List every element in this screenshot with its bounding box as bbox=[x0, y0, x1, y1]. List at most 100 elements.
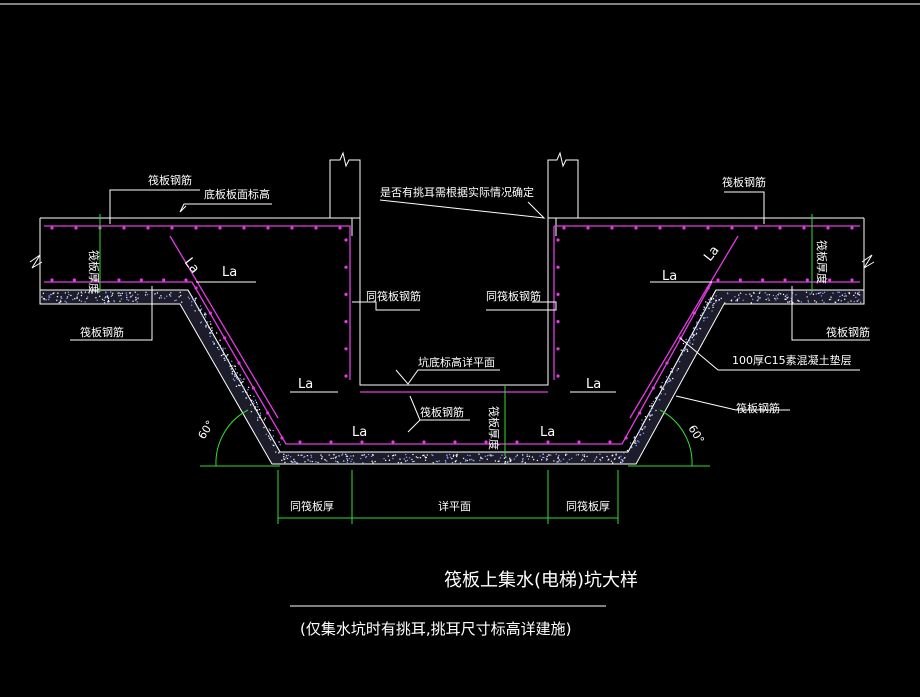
cushion-speckle bbox=[166, 295, 168, 297]
cushion-speckle bbox=[622, 460, 624, 462]
cushion-speckle bbox=[853, 301, 856, 303]
cushion-speckle bbox=[542, 453, 544, 455]
cushion-speckle bbox=[103, 299, 105, 302]
cushion-speckle bbox=[371, 460, 373, 462]
cushion-speckle bbox=[695, 326, 697, 329]
cushion-speckle bbox=[246, 391, 248, 394]
cushion-speckle bbox=[822, 292, 824, 295]
cushion-speckle bbox=[212, 341, 214, 343]
cushion-speckle bbox=[209, 320, 211, 323]
cushion-speckle bbox=[175, 299, 177, 301]
cushion-speckle bbox=[334, 457, 337, 459]
cushion-speckle bbox=[486, 458, 488, 460]
cushion-speckle bbox=[45, 299, 48, 301]
cushion-speckle bbox=[558, 461, 560, 463]
label-raft-rebar-slope: 筏板钢筋 bbox=[736, 401, 780, 415]
cushion-speckle bbox=[713, 302, 715, 305]
cushion-speckle bbox=[374, 460, 376, 463]
cushion-speckle bbox=[336, 461, 339, 463]
cushion-speckle bbox=[503, 457, 506, 459]
cushion-speckle bbox=[259, 416, 261, 419]
cushion-speckle bbox=[226, 355, 228, 357]
cushion-speckle bbox=[272, 429, 274, 432]
cushion-speckle bbox=[241, 391, 244, 393]
cushion-speckle bbox=[693, 334, 696, 336]
cushion-speckle bbox=[66, 297, 68, 300]
rebar-dot bbox=[556, 238, 560, 242]
cushion-speckle bbox=[294, 461, 297, 463]
cushion-speckle bbox=[456, 453, 458, 456]
rebar-dot bbox=[344, 374, 348, 378]
cushion-speckle bbox=[583, 455, 586, 458]
rebar-dot bbox=[562, 226, 566, 230]
rebar-dot bbox=[290, 226, 294, 230]
cushion-speckle bbox=[363, 454, 366, 456]
rebar-lines bbox=[44, 225, 860, 445]
cushion-speckle bbox=[91, 292, 93, 294]
cushion-speckle bbox=[259, 414, 262, 416]
cushion-speckle bbox=[257, 417, 259, 419]
label-same-raft-rebar-left: 同筏板钢筋 bbox=[366, 289, 421, 303]
cushion-speckle bbox=[638, 429, 641, 432]
cushion-speckle bbox=[686, 349, 688, 351]
cushion-speckle bbox=[615, 453, 617, 456]
cushion-speckle bbox=[668, 378, 671, 380]
cushion-speckle bbox=[607, 458, 610, 461]
cushion-speckle bbox=[637, 440, 639, 442]
rebar-dot bbox=[586, 226, 590, 230]
cushion-speckle bbox=[360, 457, 362, 460]
cushion-speckle bbox=[160, 297, 163, 299]
cushion-speckle bbox=[599, 458, 601, 461]
cushion-speckle bbox=[685, 347, 687, 349]
cushion-speckle bbox=[310, 454, 312, 457]
cushion-speckle bbox=[775, 299, 777, 301]
cushion-speckle bbox=[134, 291, 136, 293]
cushion-speckle bbox=[455, 460, 457, 462]
rebar-dot bbox=[50, 278, 54, 282]
cushion-speckle bbox=[267, 435, 270, 437]
cushion-speckle bbox=[663, 385, 665, 387]
cushion-speckle bbox=[65, 301, 68, 304]
cushion-speckle bbox=[521, 454, 524, 456]
cushion-speckle bbox=[522, 460, 524, 462]
cushion-speckle bbox=[454, 460, 456, 463]
label-pit-bottom-elevation: 坑底标高详平面 bbox=[418, 355, 495, 369]
cushion-speckle bbox=[855, 296, 857, 299]
cushion-speckle bbox=[750, 302, 753, 304]
cushion-speckle bbox=[118, 295, 120, 297]
cushion-speckle bbox=[275, 451, 277, 453]
cushion-speckle bbox=[362, 462, 364, 464]
cushion-speckle bbox=[447, 457, 449, 459]
rebar-dot bbox=[826, 226, 830, 230]
cushion-speckle bbox=[641, 423, 643, 425]
cushion-speckle bbox=[446, 454, 448, 456]
cushion-speckle bbox=[258, 408, 261, 411]
rebar-dot bbox=[577, 440, 581, 444]
cushion-speckle bbox=[234, 375, 236, 377]
cushion-speckle bbox=[834, 301, 837, 304]
cushion-speckle bbox=[818, 292, 821, 294]
cushion-speckle bbox=[324, 458, 326, 461]
cushion-speckle bbox=[839, 295, 841, 298]
cushion-speckle bbox=[786, 297, 789, 299]
cushion-speckle bbox=[61, 297, 63, 300]
cushion-speckle bbox=[568, 458, 571, 461]
cushion-speckle bbox=[80, 291, 83, 293]
cushion-speckle bbox=[624, 456, 626, 459]
cushion-speckle bbox=[113, 299, 115, 302]
cushion-speckle bbox=[446, 456, 449, 458]
cushion-speckle bbox=[341, 453, 344, 455]
cushion-speckle bbox=[108, 301, 110, 303]
cushion-speckle bbox=[281, 459, 283, 462]
cushion-speckle bbox=[676, 369, 678, 372]
cushion-speckle bbox=[76, 293, 79, 296]
cushion-speckle bbox=[800, 301, 803, 303]
cushion-speckle bbox=[858, 294, 861, 296]
cushion-speckle bbox=[479, 459, 481, 462]
cushion-speckle bbox=[501, 454, 503, 456]
cushion-speckle bbox=[471, 458, 473, 461]
cushion-speckle bbox=[712, 297, 715, 300]
cushion-speckle bbox=[752, 298, 754, 301]
cushion-speckle bbox=[545, 459, 548, 462]
cushion-speckle bbox=[42, 292, 45, 295]
